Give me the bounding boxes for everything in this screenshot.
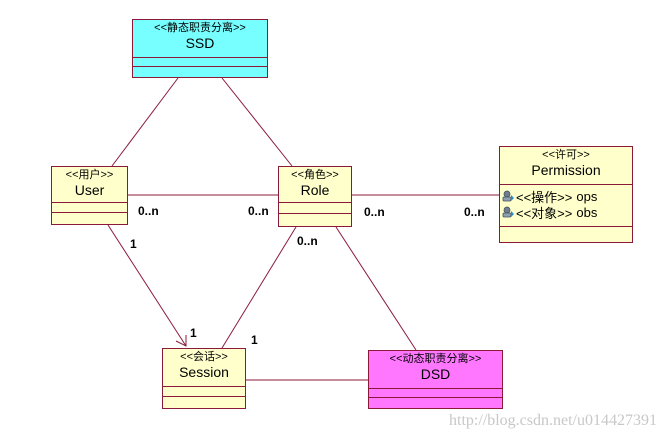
multiplicity-role-permission-role-end: 0..n [364,205,385,219]
class-session-name: Session [179,364,229,380]
class-dsd-stereotype: <<动态职责分离>> [389,353,482,365]
class-dsd-header: <<动态职责分离>> DSD [369,351,502,389]
class-ssd-operations [133,67,267,77]
class-user-header: <<用户>> User [52,167,127,203]
class-session-header: <<会话>> Session [163,349,245,387]
watermark: http://blog.csdn.net/u014427391 [449,412,657,429]
navigability-arrowhead [175,335,187,347]
class-user-operations [52,213,127,224]
class-ssd-name: SSD [185,35,215,51]
class-permission-attributes: <<操作>> ops <<对象>> obs [500,185,632,227]
class-role-stereotype: <<角色>> [291,169,339,181]
class-dsd-operations [369,398,502,408]
multiplicity-user-session-user-end: 1 [130,237,137,251]
class-role-name: Role [300,182,330,198]
class-permission-stereotype: <<许可>> [542,149,590,161]
assoc-role-dsd [335,226,417,351]
attribute-icon [502,206,514,218]
class-permission-name: Permission [531,162,601,178]
multiplicity-user-role-role-end: 0..n [248,204,269,218]
multiplicity-role-session-role-end: 0..n [297,234,318,248]
class-user-stereotype: <<用户>> [65,169,114,181]
class-ssd[interactable]: <<静态职责分离>> SSD [132,19,268,78]
attribute-stereotype: <<操作>> [516,189,573,205]
class-user[interactable]: <<用户>> User [51,166,128,225]
class-dsd-attributes [369,389,502,398]
attribute-name: obs [576,204,598,220]
class-user-name: User [74,182,105,198]
class-dsd[interactable]: <<动态职责分离>> DSD [368,350,503,409]
class-session-stereotype: <<会话>> [180,351,228,363]
multiplicity-role-permission-permission-end: 0..n [464,205,485,219]
class-session-operations [163,397,245,408]
assoc-ssd-user [111,77,179,167]
class-session[interactable]: <<会话>> Session [162,348,246,409]
attribute-icon [502,190,514,202]
assoc-user-session [107,224,187,347]
class-role-attributes [279,203,351,214]
attribute-stereotype: <<对象>> [516,205,573,221]
class-ssd-stereotype: <<静态职责分离>> [154,22,246,34]
class-session-attributes [163,387,245,397]
class-permission-header: <<许可>> Permission [500,147,632,185]
attribute-row-ops[interactable]: <<操作>> ops [500,188,632,205]
class-permission[interactable]: <<许可>> Permission <<操作>> ops <<对象>> [499,146,633,243]
assoc-ssd-role [221,77,293,167]
multiplicity-user-session-session-end: 1 [190,326,197,340]
class-ssd-header: <<静态职责分离>> SSD [133,20,267,58]
multiplicity-role-session-session-end: 1 [251,333,258,347]
class-role-header: <<角色>> Role [279,167,351,203]
class-user-attributes [52,203,127,213]
class-dsd-name: DSD [420,366,451,382]
class-ssd-attributes [133,58,267,67]
assoc-role-session [221,226,297,349]
class-role-operations [279,214,351,226]
attribute-name: ops [576,188,598,204]
class-role[interactable]: <<角色>> Role [278,166,352,227]
multiplicity-user-role-user-end: 0..n [138,204,159,218]
attribute-row-obs[interactable]: <<对象>> obs [500,204,632,221]
class-permission-operations [500,227,632,242]
